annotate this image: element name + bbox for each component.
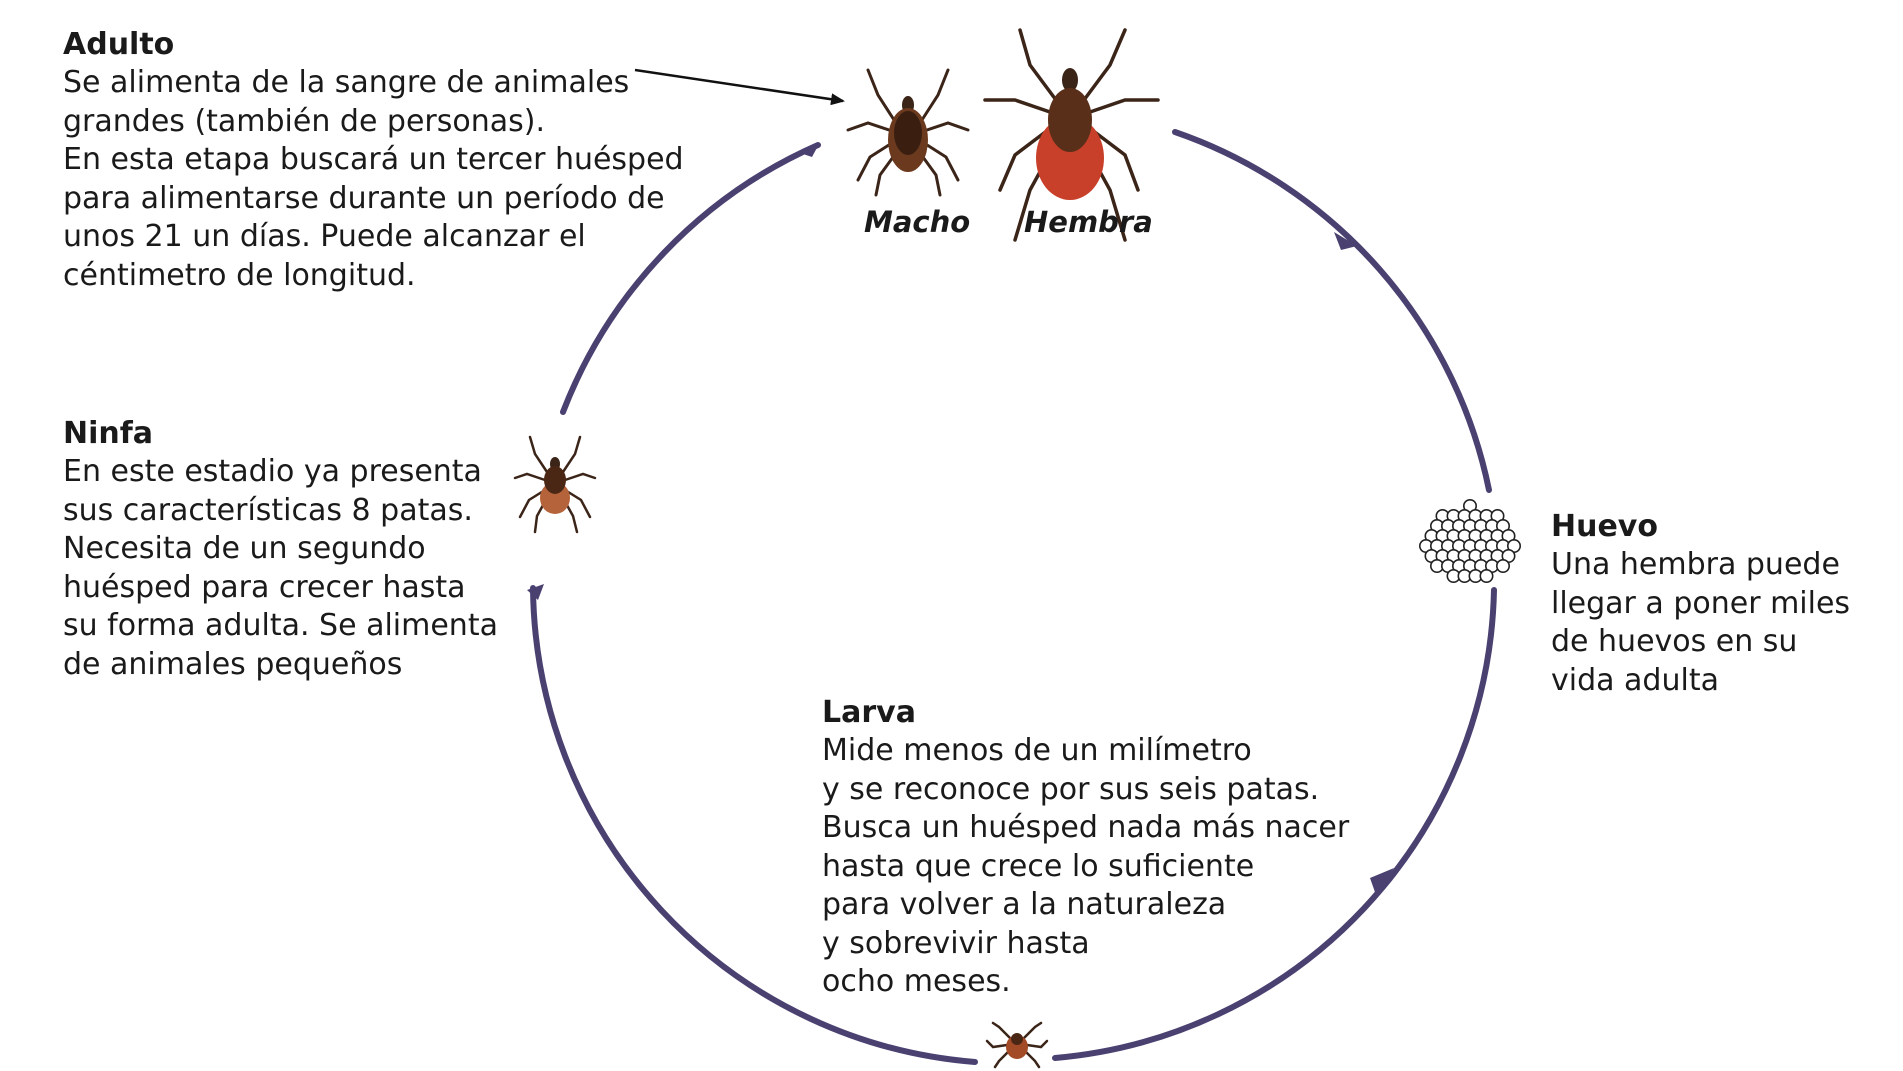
egg — [1496, 558, 1511, 573]
larva-line: Mide menos de un milímetro — [822, 733, 1252, 768]
larva-description: Larva Mide menos de un milímetro y se re… — [822, 694, 1349, 1002]
cycle-arc-egg-to-larva — [1052, 587, 1497, 1061]
cycle-arrowheads — [527, 144, 1394, 895]
ninfa-line: sus características 8 patas. — [63, 492, 473, 528]
female-label: Hembra — [1024, 205, 1153, 239]
huevo-line: Una hembra puede — [1551, 547, 1840, 582]
larva-line: y sobrevivir hasta — [822, 925, 1090, 961]
egg — [1479, 568, 1494, 583]
arrowhead-to-egg — [1334, 232, 1357, 250]
larva-line: para volver a la naturaleza — [822, 887, 1227, 922]
cycle-arc-adult-to-egg — [1172, 129, 1492, 493]
larva-line: ocho meses. — [822, 964, 1011, 999]
ninfa-line: su forma adulta. Se alimenta — [63, 608, 498, 643]
arrowhead-to-adult — [800, 144, 819, 157]
adulto-line: para alimentarse durante un período de — [63, 180, 665, 216]
larva-line: hasta que crece lo suficiente — [822, 848, 1255, 884]
egg-cluster-icon — [1419, 498, 1522, 583]
larva-tick-icon — [985, 1021, 1049, 1069]
cycle-ring — [530, 129, 1497, 1065]
cycle-arc-larva-to-nymph — [530, 585, 978, 1065]
ninfa-line: huésped para crecer hasta — [63, 569, 466, 605]
cycle-arc-nymph-to-adult — [560, 142, 821, 415]
ninfa-line: de animales pequeños — [63, 646, 403, 682]
arrowhead-to-larva — [1370, 868, 1394, 895]
arrowhead-to-nymph — [527, 584, 544, 600]
huevo-line: vida adulta — [1551, 662, 1719, 698]
male-label: Macho — [864, 205, 971, 239]
huevo-line: llegar a poner miles — [1551, 585, 1851, 621]
adulto-description: Adulto Se alimenta de la sangre de anima… — [63, 26, 684, 295]
ninfa-line: Necesita de un segundo — [63, 531, 426, 566]
larva-title: Larva — [822, 695, 916, 730]
adulto-line: grandes (también de personas). — [63, 103, 546, 139]
adult-pointer-arrow — [634, 68, 845, 106]
ninfa-title: Ninfa — [63, 416, 154, 451]
ninfa-description: Ninfa En este estadio ya presenta sus ca… — [63, 415, 498, 684]
nymph-tick-icon — [513, 435, 597, 534]
larva-line: Busca un huésped nada más nacer — [822, 810, 1350, 845]
adult-male-tick-icon — [846, 68, 970, 197]
adulto-title: Adulto — [63, 27, 175, 62]
adulto-line: En esta etapa buscará un tercer huésped — [63, 142, 684, 177]
adulto-line: céntimetro de longitud. — [63, 257, 416, 293]
adulto-line: unos 21 un días. Puede alcanzar el — [63, 219, 586, 254]
huevo-line: de huevos en su — [1551, 624, 1798, 659]
ninfa-line: En este estadio ya presenta — [63, 454, 482, 489]
huevo-description: Huevo Una hembra puede llegar a poner mi… — [1551, 508, 1850, 700]
adult-female-tick-icon — [983, 28, 1160, 242]
larva-line: y se reconoce por sus seis patas. — [822, 771, 1320, 807]
huevo-title: Huevo — [1551, 509, 1658, 544]
adulto-line: Se alimenta de la sangre de animales — [63, 65, 630, 100]
